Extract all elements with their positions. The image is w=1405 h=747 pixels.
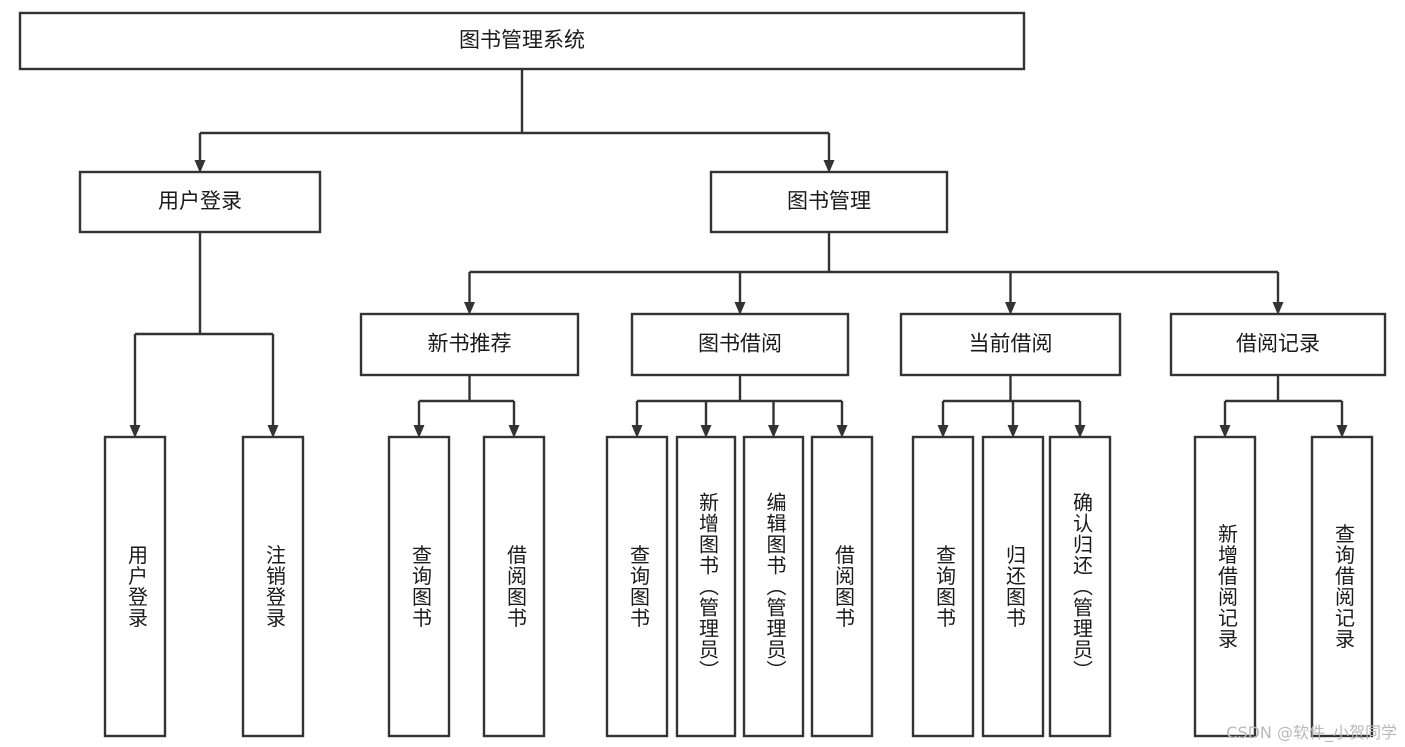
- connector-group-book-manage: [464, 232, 1284, 315]
- node-book-borrow[interactable]: 图书借阅: [630, 312, 850, 377]
- node-box: [899, 312, 1122, 377]
- node-layer: 图书管理系统用户登录图书管理新书推荐图书借阅当前借阅借阅记录用户登录注销登录查询…: [18, 11, 1387, 738]
- connector-layer: [129, 69, 1348, 438]
- node-leaf-borrow-book-1[interactable]: 借阅图书: [482, 435, 546, 738]
- node-box: [630, 312, 850, 377]
- node-new-book-recommend[interactable]: 新书推荐: [359, 312, 580, 377]
- node-current-borrow[interactable]: 当前借阅: [899, 312, 1122, 377]
- node-box: [1169, 312, 1387, 377]
- node-label: 新增图书（管理员）: [696, 492, 720, 681]
- arrow-head-icon: [937, 425, 949, 438]
- arrow-head-icon: [508, 425, 520, 438]
- node-leaf-confirm-return[interactable]: 确认归还（管理员）: [1048, 435, 1112, 738]
- node-box: [1193, 435, 1257, 738]
- node-leaf-query-book-2[interactable]: 查询图书: [605, 435, 669, 738]
- node-label: 图书管理: [787, 189, 871, 213]
- node-borrow-record[interactable]: 借阅记录: [1169, 312, 1387, 377]
- node-box: [709, 170, 949, 234]
- node-leaf-add-book[interactable]: 新增图书（管理员）: [675, 435, 737, 738]
- node-box: [981, 435, 1045, 738]
- node-box: [18, 11, 1026, 71]
- connector-group-user-login: [129, 232, 279, 438]
- arrow-head-icon: [1005, 302, 1016, 315]
- arrow-head-icon: [1074, 425, 1086, 438]
- node-box: [359, 312, 580, 377]
- arrow-head-icon: [836, 425, 848, 438]
- arrow-head-icon: [464, 302, 475, 315]
- arrow-head-icon: [631, 425, 643, 438]
- node-box: [482, 435, 546, 738]
- node-book-manage[interactable]: 图书管理: [709, 170, 949, 234]
- node-leaf-add-record[interactable]: 新增借阅记录: [1193, 435, 1257, 738]
- node-label: 用户登录: [158, 189, 242, 213]
- node-box: [605, 435, 669, 738]
- arrow-head-icon: [1007, 425, 1019, 438]
- node-label: 编辑图书（管理员）: [763, 492, 787, 681]
- node-box: [78, 170, 322, 234]
- node-label: 查询借阅记录: [1332, 523, 1356, 649]
- node-label: 用户登录: [125, 545, 149, 629]
- node-label: 借阅记录: [1236, 332, 1320, 356]
- node-label: 图书管理系统: [459, 28, 585, 52]
- node-label: 新增借阅记录: [1215, 523, 1239, 649]
- node-label: 归还图书: [1003, 544, 1027, 628]
- connector-group-book-borrow: [631, 375, 848, 438]
- node-leaf-user-login[interactable]: 用户登录: [103, 435, 167, 738]
- node-label: 借阅图书: [504, 544, 528, 628]
- node-box: [742, 435, 805, 738]
- node-user-login[interactable]: 用户登录: [78, 170, 322, 234]
- node-label: 借阅图书: [832, 544, 856, 628]
- node-label: 查询图书: [627, 544, 651, 628]
- arrow-head-icon: [1272, 302, 1284, 315]
- node-leaf-query-book-3[interactable]: 查询图书: [911, 435, 975, 738]
- node-label: 注销登录: [263, 544, 287, 628]
- node-leaf-query-record[interactable]: 查询借阅记录: [1310, 435, 1374, 738]
- node-box: [1048, 435, 1112, 738]
- connector-group-new-book-recommend: [413, 375, 520, 438]
- node-box: [911, 435, 975, 738]
- arrow-head-icon: [700, 425, 712, 438]
- arrow-head-icon: [129, 425, 141, 438]
- arrow-head-icon: [194, 160, 206, 173]
- node-label: 图书借阅: [698, 332, 782, 356]
- node-leaf-query-book-1[interactable]: 查询图书: [387, 435, 451, 738]
- arrow-head-icon: [267, 425, 279, 438]
- node-root[interactable]: 图书管理系统: [18, 11, 1026, 71]
- node-box: [1310, 435, 1374, 738]
- node-box: [810, 435, 874, 738]
- node-box: [387, 435, 451, 738]
- node-label: 查询图书: [933, 544, 957, 628]
- arrow-head-icon: [768, 425, 779, 438]
- node-leaf-user-logout[interactable]: 注销登录: [241, 435, 305, 738]
- connector-group-borrow-record: [1219, 375, 1348, 438]
- node-box: [103, 435, 167, 738]
- arrow-head-icon: [1219, 425, 1231, 438]
- arrow-head-icon: [413, 425, 425, 438]
- node-box: [241, 435, 305, 738]
- arrow-head-icon: [1336, 425, 1348, 438]
- node-label: 确认归还（管理员）: [1070, 492, 1094, 681]
- watermark: CSDN @软件_小贺同学: [1226, 723, 1397, 742]
- arrow-head-icon: [734, 302, 746, 315]
- node-label: 新书推荐: [428, 332, 512, 356]
- node-label: 当前借阅: [969, 332, 1053, 356]
- connector-group-current-borrow: [937, 375, 1086, 438]
- node-leaf-return-book[interactable]: 归还图书: [981, 435, 1045, 738]
- node-box: [675, 435, 737, 738]
- node-label: 查询图书: [409, 544, 433, 628]
- node-leaf-borrow-book-2[interactable]: 借阅图书: [810, 435, 874, 738]
- node-leaf-edit-book[interactable]: 编辑图书（管理员）: [742, 435, 805, 738]
- arrow-head-icon: [823, 160, 835, 173]
- connector-group-root: [194, 69, 835, 173]
